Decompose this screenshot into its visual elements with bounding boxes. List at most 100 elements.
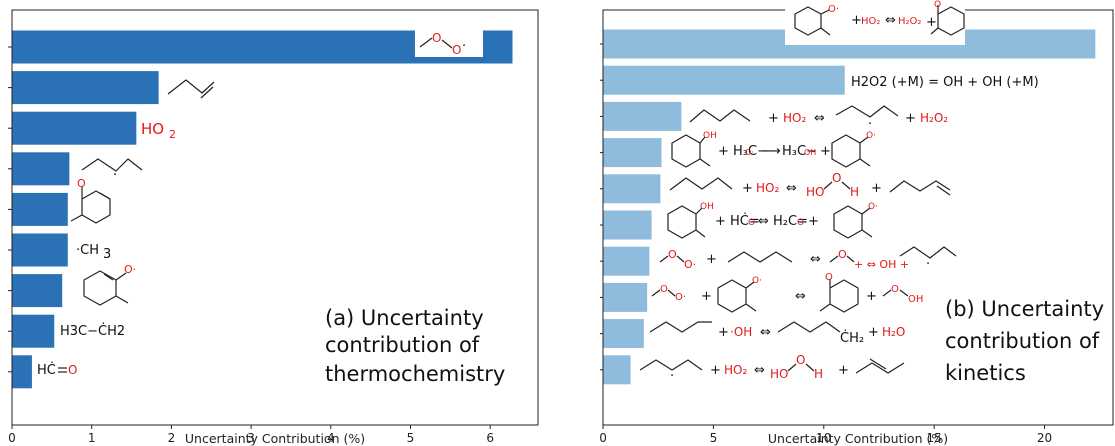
svg-text:+: + xyxy=(838,363,849,378)
svg-text:HO₂: HO₂ xyxy=(783,111,806,125)
svg-text:O: O xyxy=(432,31,441,45)
svg-text:·OH: ·OH xyxy=(730,325,752,339)
x-tick-label-b-4: 20 xyxy=(1037,431,1052,445)
svg-text:O·: O· xyxy=(752,276,762,286)
x-tick-label-a-3: 3 xyxy=(247,431,255,445)
svg-text:+ H₃C−: + H₃C− xyxy=(718,144,768,159)
svg-text:HO₂: HO₂ xyxy=(861,16,880,27)
ch3-subscript: 3 xyxy=(103,247,111,262)
svg-text:+: + xyxy=(866,289,877,304)
methylphenoxy-structure: O· xyxy=(83,263,136,306)
reaction-1-annotation: O· + HO₂ ⇔ H₂O₂ + O xyxy=(785,0,965,45)
methylene-cyclohexadienone-structure: O xyxy=(70,177,111,224)
svg-text:+ HĊ=: + HĊ= xyxy=(715,212,760,229)
svg-text:·: · xyxy=(868,117,872,132)
svg-text:+: + xyxy=(718,325,729,340)
svg-text:O: O xyxy=(934,0,941,10)
bar-a-5 xyxy=(12,233,68,267)
ethyl-radical-label: H3C−ĊH2 xyxy=(60,322,125,339)
x-tick-label-a-5: 5 xyxy=(407,431,415,445)
svg-text:O·: O· xyxy=(866,131,876,141)
x-tick-label-a-0: 0 xyxy=(8,431,16,445)
svg-text:+: + xyxy=(710,363,721,378)
svg-text:O: O xyxy=(452,43,461,57)
svg-text:HO: HO xyxy=(806,185,824,199)
svg-text:H₂O: H₂O xyxy=(882,325,905,339)
svg-text:⇔: ⇔ xyxy=(885,13,896,28)
bar-a-6 xyxy=(12,274,63,308)
svg-text:·: · xyxy=(926,257,930,272)
bar-b-7 xyxy=(603,282,648,312)
svg-text:+: + xyxy=(808,214,819,229)
propene-structure xyxy=(167,79,215,99)
bar-a-7 xyxy=(12,314,55,348)
reaction-7-annotation: O O· + ⇔ O + ⇔ OH + · xyxy=(659,246,957,272)
svg-text:O: O xyxy=(660,284,668,295)
svg-text:+: + xyxy=(768,111,779,126)
svg-text:⇔: ⇔ xyxy=(786,181,797,196)
svg-text:OH: OH xyxy=(700,202,714,212)
svg-text:O: O xyxy=(832,171,841,185)
svg-text:⇔: ⇔ xyxy=(814,111,825,126)
bar-b-5 xyxy=(603,210,652,240)
svg-text:⇔ H₂C=: ⇔ H₂C= xyxy=(758,214,808,229)
svg-text:H: H xyxy=(814,367,823,381)
reaction-4-annotation: OH + H₃C− O· ⟶ H₃C− OH + O· xyxy=(671,131,876,168)
svg-text:OH: OH xyxy=(804,148,816,157)
svg-text:OH: OH xyxy=(908,294,923,305)
y-ticks-b xyxy=(600,43,603,371)
svg-text:O: O xyxy=(891,284,899,295)
x-tick-label-a-1: 1 xyxy=(88,431,96,445)
svg-text:⟶: ⟶ xyxy=(762,144,781,159)
ch3-radical-label: ·CH xyxy=(76,243,99,258)
svg-text:+: + xyxy=(742,181,753,196)
y-ticks-a xyxy=(8,46,12,373)
bar-a-3 xyxy=(12,152,70,186)
svg-text:⇔: ⇔ xyxy=(760,325,771,340)
bar-b-1 xyxy=(603,65,845,95)
svg-text:H₂O₂: H₂O₂ xyxy=(898,16,921,27)
svg-text:HO₂: HO₂ xyxy=(756,181,779,195)
svg-text:O: O xyxy=(668,248,677,261)
reaction-8-annotation: O O· + O· ⇔ O + O OH xyxy=(651,272,923,313)
svg-text:+: + xyxy=(905,111,916,126)
reaction-9-annotation: + ·OH ⇔ ĊH₂ + H₂O xyxy=(649,321,905,346)
svg-text:O·: O· xyxy=(675,292,686,303)
svg-text:OH: OH xyxy=(703,131,717,141)
x-tick-label-a-6: 6 xyxy=(486,431,494,445)
svg-text:ĊH₂: ĊH₂ xyxy=(840,329,864,346)
butyl-radical-structure: · xyxy=(81,158,143,183)
svg-text:+: + xyxy=(926,15,937,30)
svg-text:+: + xyxy=(820,144,831,159)
formyl-radical-label: HĊ O xyxy=(37,361,77,378)
svg-text:⇔: ⇔ xyxy=(754,363,765,378)
panel-label-a-line3: thermochemistry xyxy=(325,362,505,386)
svg-text:O·: O· xyxy=(828,4,839,15)
bar-a-2 xyxy=(12,111,137,145)
svg-text:H: H xyxy=(850,185,859,199)
svg-text:O: O xyxy=(796,353,805,367)
bar-b-9 xyxy=(603,355,631,385)
svg-text:+ ⇔ OH +: + ⇔ OH + xyxy=(854,258,909,271)
x-tick-label-b-2: 10 xyxy=(816,431,831,445)
reaction-6-annotation: OH + HĊ= O ⇔ H₂C= O + O· xyxy=(667,202,878,239)
svg-text:HO₂: HO₂ xyxy=(724,363,747,377)
x-tick-label-a-4: 4 xyxy=(327,431,335,445)
x-tick-label-b-3: 15 xyxy=(927,431,942,445)
ch3oo-radical-structure: O O · xyxy=(415,30,483,57)
svg-text:O: O xyxy=(748,218,755,228)
bar-b-6 xyxy=(603,246,650,276)
svg-text:+: + xyxy=(871,181,882,196)
svg-text:+: + xyxy=(868,325,879,340)
svg-text:O: O xyxy=(77,177,86,190)
svg-text:O: O xyxy=(838,248,847,261)
svg-text:HO: HO xyxy=(770,367,788,381)
bar-a-8 xyxy=(12,355,32,389)
svg-text:⇔: ⇔ xyxy=(795,289,806,304)
svg-text:·: · xyxy=(670,369,674,384)
svg-text:⇔: ⇔ xyxy=(810,252,821,267)
svg-text:H₂O₂: H₂O₂ xyxy=(920,111,948,125)
panel-label-a-line1: (a) Uncertainty xyxy=(325,306,484,330)
